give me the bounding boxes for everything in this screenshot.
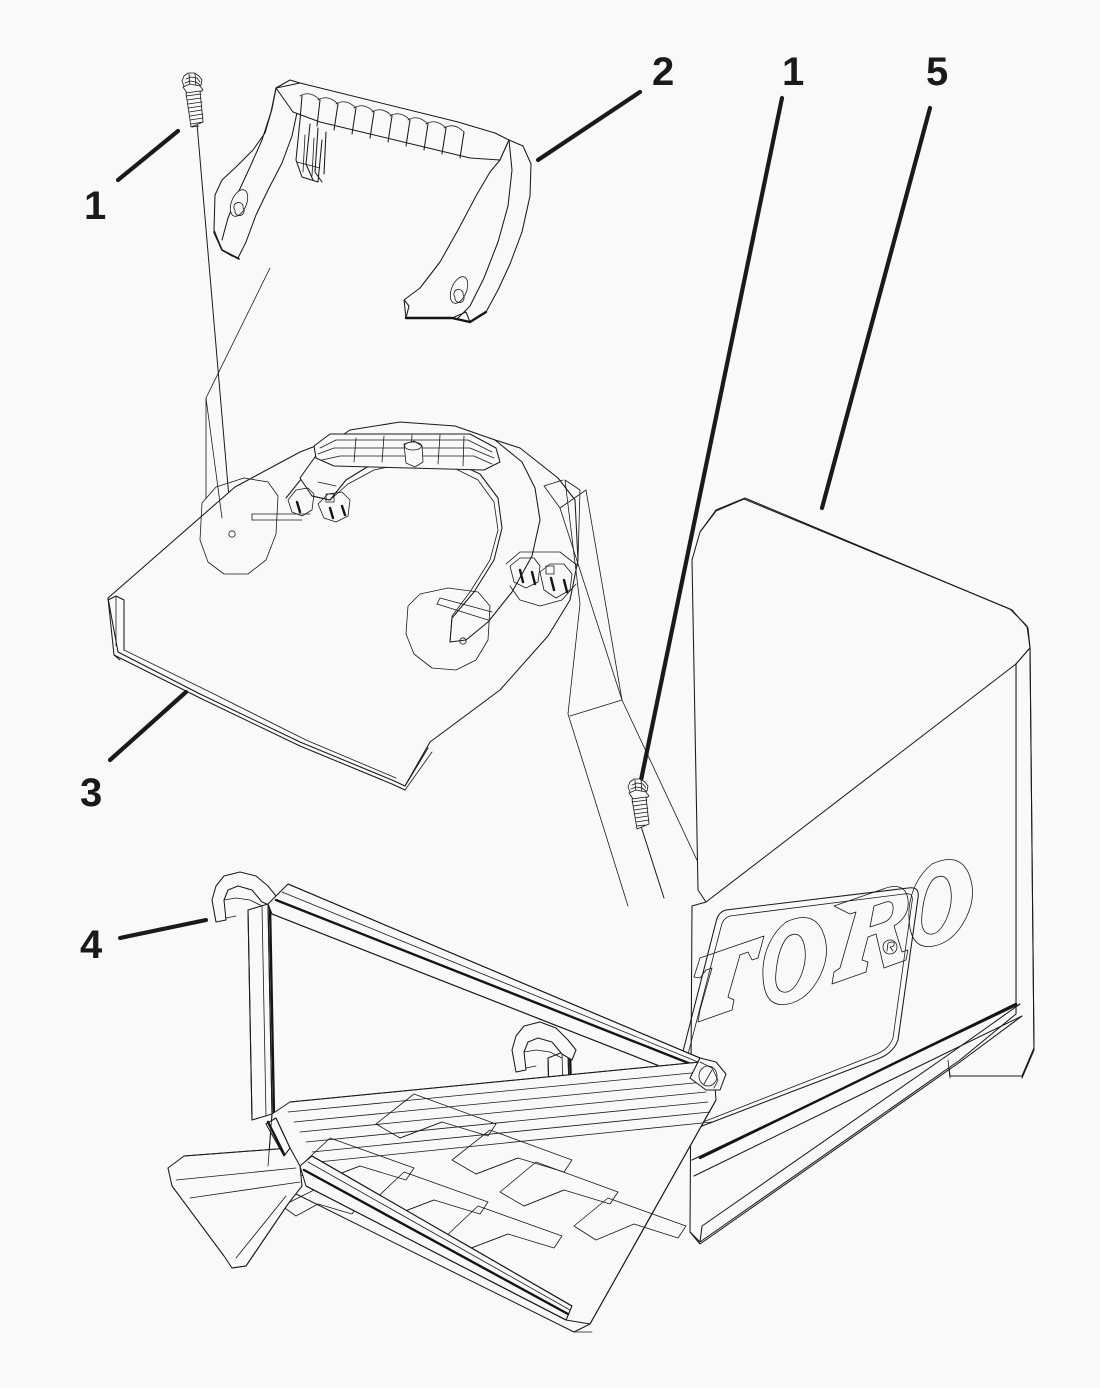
leader-line-1	[637, 95, 785, 788]
part-screw-top	[181, 72, 204, 128]
callout-number-callout-4: 4	[80, 923, 103, 967]
part-hopper-body	[665, 497, 1035, 1245]
pointer-line-1	[638, 819, 665, 899]
leader-line-3	[107, 689, 189, 763]
callout-number-callout-3: 3	[80, 771, 103, 815]
toro-logo	[693, 859, 973, 1023]
callout-number-callout-1-left: 1	[84, 184, 107, 228]
pointer-line-1	[195, 111, 233, 534]
leader-line-2	[535, 89, 643, 163]
part-screen-panel	[167, 871, 717, 1333]
leader-line-1	[115, 128, 181, 183]
callout-number-callout-5: 5	[926, 50, 949, 94]
part-handle	[213, 79, 532, 324]
callout-number-callout-1-right: 1	[782, 50, 805, 94]
leader-line-4	[117, 917, 209, 941]
screen-to-hopper-connector	[689, 1057, 727, 1091]
assembly-guide-lines	[205, 267, 711, 907]
leader-line-5	[819, 105, 933, 511]
callout-number-callout-2: 2	[652, 50, 675, 94]
callout-leader-lines	[107, 89, 933, 941]
part-screw-middle	[627, 778, 650, 830]
part-cover	[107, 421, 579, 791]
